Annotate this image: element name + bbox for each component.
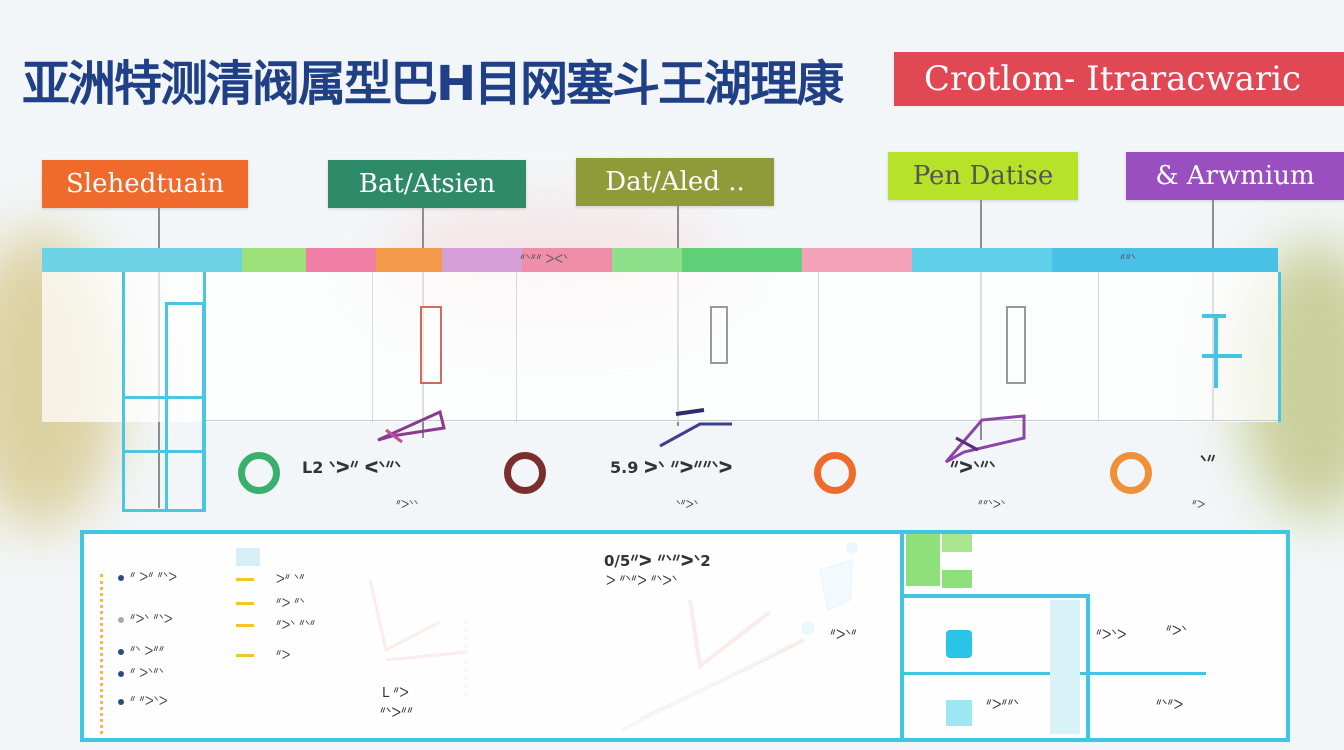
- color-strip: [42, 248, 1278, 272]
- stat-sub: ᐠᐥᐳᐠ: [676, 498, 699, 511]
- progress-ring: [504, 452, 546, 494]
- mid-item: ᐥᐳ ᐥᐠ: [236, 596, 305, 610]
- divider: [900, 530, 904, 742]
- grid-line: [1098, 272, 1099, 422]
- baseline: [206, 420, 1278, 421]
- stat-value: L2 ᐠᐳᐥ ᐸᐠᐥᐠ: [302, 458, 402, 477]
- page-title: 亚洲特测清阀属型巴H目网塞斗王湖理康: [22, 56, 844, 112]
- grid-line: [516, 272, 517, 422]
- grid-line: [818, 272, 819, 422]
- divider: [900, 594, 1090, 598]
- legend-item: ᐥ ᐥᐳᐠᐳ: [118, 694, 168, 708]
- sketch-figure-1: [377, 409, 446, 444]
- legend-item: ᐥᐳᐠ ᐥᐠᐳ: [118, 612, 173, 626]
- right-label: ᐥᐳᐠ: [1166, 624, 1188, 639]
- legend-item: ᐥᐠ ᐳᐥᐥ: [118, 644, 164, 658]
- mid-item: ᐥᐳᐠ ᐥᐠᐥ: [236, 618, 316, 632]
- center-caption: ᐥᐳᐠᐥ: [830, 628, 858, 643]
- mid-item: ᐥᐳ: [236, 648, 290, 662]
- strip-label: ᐥᐠᐥᐥ ᐳᐸᐠ: [520, 252, 569, 266]
- tile: [946, 630, 972, 658]
- level-marker: [710, 306, 728, 364]
- category-tag: Slehedtuain: [42, 160, 248, 208]
- category-tag: Pen Datise: [888, 152, 1078, 200]
- grid-line: [372, 272, 373, 422]
- timeline-panel: [42, 272, 1281, 422]
- progress-ring: [238, 452, 280, 494]
- legend-swatch: [236, 548, 260, 566]
- center-sub: ᐳ ᐥᐠᐥᐳ ᐥᐠᐳᐠ: [606, 574, 678, 589]
- sketch-figure-2: [659, 408, 732, 448]
- bottom-label: L ᐥᐳ: [382, 686, 409, 701]
- tile: [942, 534, 972, 552]
- level-marker: [1006, 306, 1026, 384]
- left-tower: [122, 272, 206, 512]
- stat-value: 5.9 ᐳᐠ ᐥᐳᐥᐥᐠᐳ: [610, 458, 733, 477]
- stat-sub: ᐥᐳ: [1192, 498, 1206, 511]
- progress-ring: [814, 452, 856, 494]
- bottom-label: ᐥᐠᐳᐥᐥ: [380, 706, 414, 721]
- tile: [1050, 600, 1080, 734]
- legend-item: ᐥ ᐳᐠᐥᐠ: [118, 666, 164, 680]
- level-marker: [1214, 318, 1218, 388]
- right-label: ᐥᐠᐥᐳ: [1156, 698, 1184, 713]
- level-marker: [420, 306, 442, 384]
- sketch-figure-3: [944, 414, 1026, 464]
- legend-item: ᐥ ᐳᐥ ᐥᐠᐳ: [118, 570, 177, 584]
- level-marker: [1202, 354, 1242, 358]
- legend-axis: [100, 574, 106, 734]
- stat-sub: ᐥᐳᐠᐠ: [396, 498, 419, 511]
- level-marker: [1202, 314, 1226, 318]
- tile: [946, 700, 972, 726]
- tile: [906, 534, 940, 586]
- divider: [1086, 594, 1090, 742]
- center-title: 0/5ᐥᐳ ᐥᐠᐥᐳᐠ2: [604, 552, 711, 570]
- category-tag: Bat/Atsien: [328, 160, 526, 208]
- tile: [942, 570, 972, 588]
- right-label: ᐥᐳᐥᐥᐠ: [986, 698, 1020, 713]
- header-tag: Crotlom- Itraracwaric: [894, 52, 1344, 106]
- mid-item: ᐳᐥ ᐠᐥ: [236, 572, 305, 586]
- strip-label: ᐥᐥᐠ: [1120, 252, 1137, 266]
- right-label: ᐥᐳᐠᐳ: [1096, 628, 1127, 643]
- category-tag: Dat/Aled ..: [576, 158, 774, 206]
- stat-value: ᐥᐳᐠᐥᐠ: [950, 458, 996, 477]
- stat-sub: ᐥᐥᐠᐳᐠ: [978, 498, 1006, 511]
- stat-value: ᐠᐥ: [1200, 452, 1216, 471]
- category-tag: & Arwmium: [1126, 152, 1344, 200]
- progress-ring: [1110, 452, 1152, 494]
